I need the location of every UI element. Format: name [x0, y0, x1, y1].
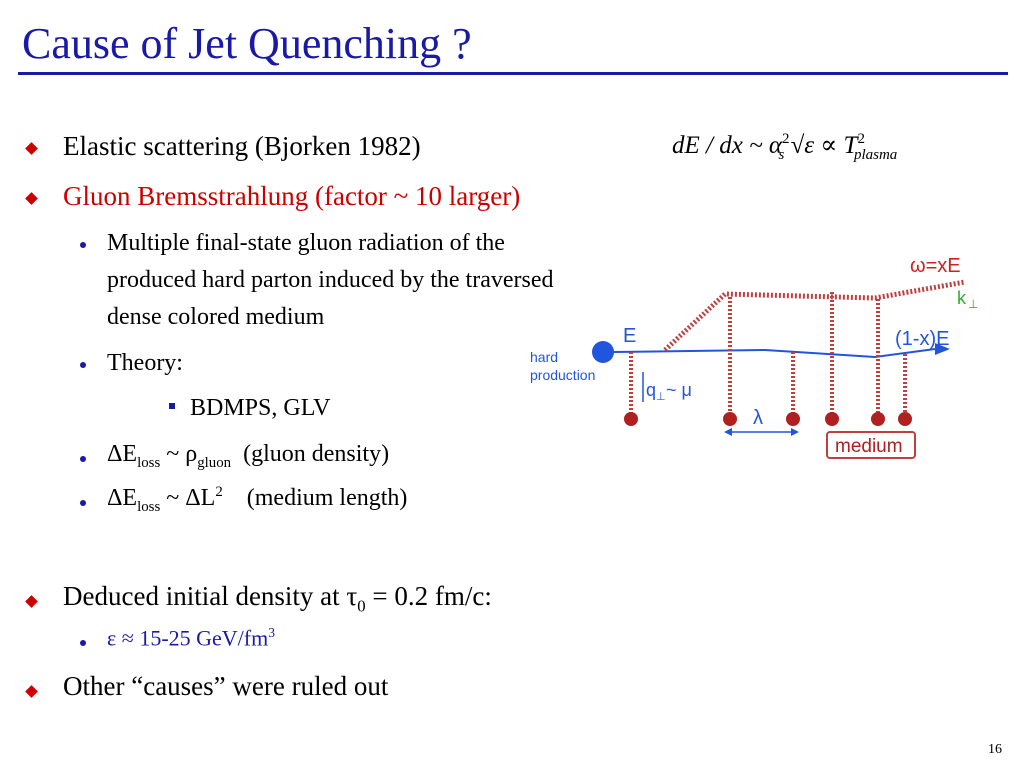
radiated-gluon — [663, 279, 966, 352]
hard-production-dot — [592, 341, 614, 363]
gluon-radiation-diagram: hard production E (1-x)E ω=xE k ⊥ q ⊥ ~ … — [530, 255, 978, 459]
label-hard: hard — [530, 349, 558, 365]
sub-bullet-multiple-radiation-line1: Multiple final-state gluon radiation of … — [107, 230, 505, 256]
label-production: production — [530, 367, 595, 383]
sub-bullet-dot-icon — [80, 640, 86, 646]
sub-bullet-dot-icon — [80, 242, 86, 248]
sub-bullet-energy-density: ε ≈ 15-25 GeV/fm3 — [107, 625, 276, 651]
parton-arrow — [935, 343, 950, 355]
sub-bullet-theory: Theory: — [107, 350, 183, 376]
sub-bullet-dot-icon — [80, 362, 86, 368]
bullet-diamond-icon — [25, 192, 38, 205]
sub-bullet-dot-icon — [80, 500, 86, 506]
label-mu: ~ μ — [666, 380, 692, 400]
sub-bullet-dot-icon — [80, 456, 86, 462]
sub-bullet-eloss-density: ΔEloss ~ ρgluon (gluon density) — [107, 441, 390, 471]
bullet-initial-density: Deduced initial density at τ0 = 0.2 fm/c… — [63, 581, 492, 616]
bullet-diamond-icon — [25, 685, 38, 698]
label-E: E — [623, 325, 636, 347]
label-lambda: λ — [753, 407, 763, 429]
parton-line — [612, 348, 936, 359]
svg-text:⊥: ⊥ — [968, 297, 978, 311]
label-q-perp: q — [646, 380, 656, 400]
bullet-gluon-bremsstrahlung: Gluon Bremsstrahlung (factor ~ 10 larger… — [63, 181, 521, 211]
sub-bullet-eloss-length: ΔEloss ~ ΔL2 (medium length) — [107, 484, 408, 515]
bullet-diamond-icon — [25, 595, 38, 608]
label-1-x-E: (1-x)E — [895, 328, 949, 350]
svg-text:⊥: ⊥ — [656, 391, 666, 403]
label-medium: medium — [835, 436, 903, 457]
label-k: k — [957, 288, 967, 308]
bullet-other-causes: Other “causes” were ruled out — [63, 671, 389, 701]
sub-bullet-multiple-radiation-line2: produced hard parton induced by the trav… — [107, 267, 554, 293]
bullet-diamond-icon — [25, 142, 38, 155]
square-bullet-icon — [169, 403, 175, 409]
label-omega: ω=xE — [910, 255, 961, 277]
title-underline — [18, 72, 1008, 75]
sub-bullet-multiple-radiation-line3: dense colored medium — [107, 304, 325, 330]
energy-loss-formula: dE / dx ~ α2s √ε ∝ T2plasma — [672, 131, 898, 163]
medium-box — [826, 431, 916, 459]
bullet-elastic-scattering: Elastic scattering (Bjorken 1982) — [63, 131, 421, 161]
page-title: Cause of Jet Quenching ? — [22, 19, 472, 68]
theory-bdmps-glv: BDMPS, GLV — [190, 395, 331, 421]
page-number: 16 — [988, 742, 1002, 757]
